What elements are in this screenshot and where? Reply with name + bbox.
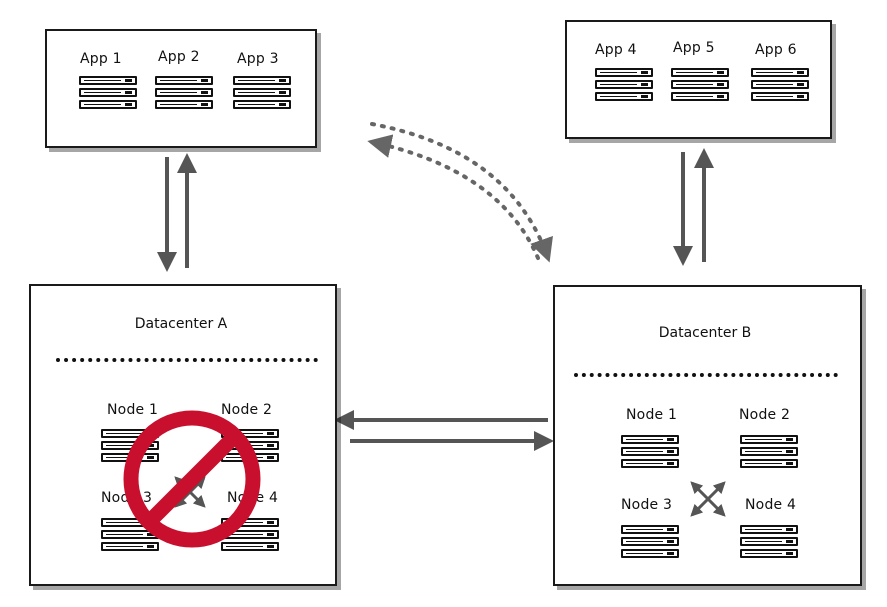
app-1-label: App 1 [80, 51, 122, 67]
server-rack-icon [671, 68, 729, 104]
dotted-failover-arrow-to-right [370, 122, 553, 263]
prohibited-icon [123, 410, 261, 548]
datacenter-b: Datacenter B Node 1 Node 2 Node 3 Node 4 [553, 285, 862, 586]
node-1-label: Node 1 [626, 407, 678, 423]
node-1-label: Node 1 [107, 402, 159, 418]
server-rack-icon [751, 68, 809, 104]
datacenter-a-title: Datacenter A [134, 316, 228, 332]
app-5-label: App 5 [673, 40, 715, 56]
apps-group-left: App 1 App 2 App 3 [45, 29, 317, 148]
node-4-label: Node 4 [745, 497, 797, 513]
node-2-label: Node 2 [221, 402, 273, 418]
server-rack-icon [155, 76, 213, 112]
server-rack-icon [233, 76, 291, 112]
app-3-label: App 3 [237, 51, 279, 67]
app-6-label: App 6 [755, 42, 797, 58]
server-rack-icon [740, 435, 798, 471]
server-rack-icon [595, 68, 653, 104]
server-rack-icon [621, 435, 679, 471]
node-3-label: Node 3 [621, 497, 673, 513]
app-4-label: App 4 [595, 42, 637, 58]
dotted-failover-arrow-to-left [367, 134, 540, 260]
node-2-label: Node 2 [739, 407, 791, 423]
datacenter-b-title: Datacenter B [658, 325, 752, 341]
datacenter-a: Datacenter A Node 1 Node 2 Node 3 Node 4 [29, 284, 337, 586]
server-rack-icon [621, 525, 679, 561]
cross-arrows-icon [690, 481, 726, 517]
apps-group-right: App 4 App 5 App 6 [565, 20, 832, 139]
dotted-divider [56, 358, 318, 362]
app-2-label: App 2 [158, 49, 200, 65]
dotted-divider [574, 373, 838, 377]
server-rack-icon [79, 76, 137, 112]
server-rack-icon [740, 525, 798, 561]
